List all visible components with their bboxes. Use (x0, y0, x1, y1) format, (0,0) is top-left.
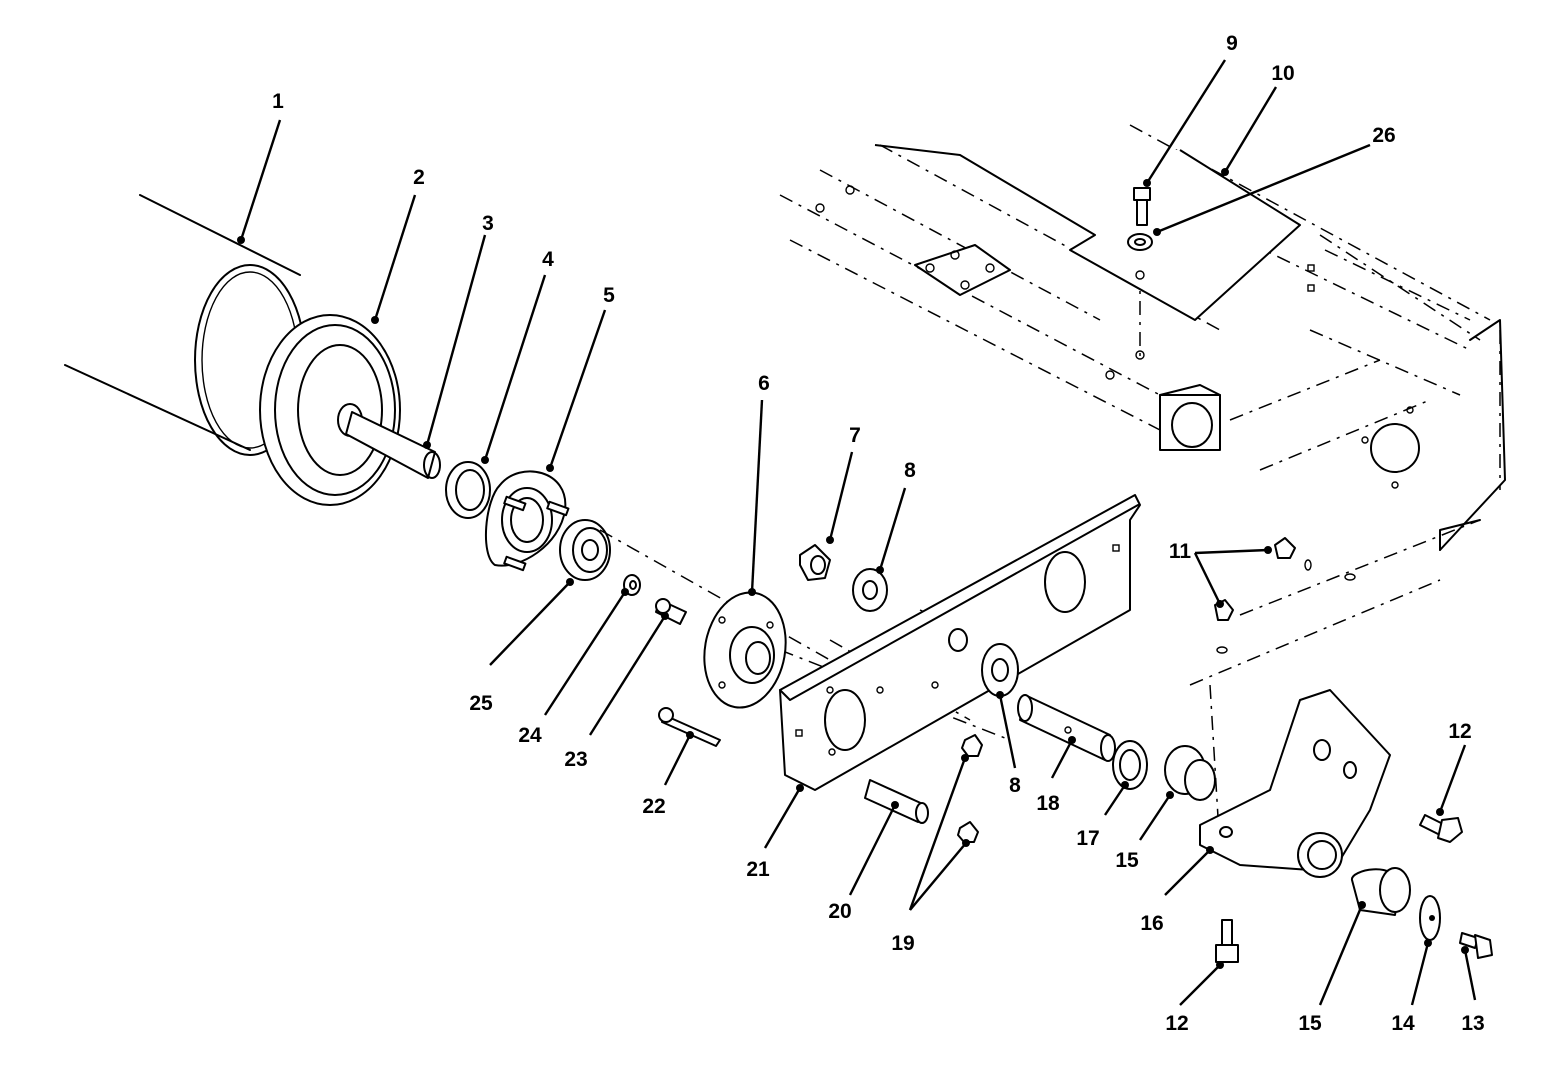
nuts-19 (957, 734, 983, 843)
callout-25: 25 (469, 692, 493, 715)
bracket-16 (1199, 689, 1391, 878)
callout-1: 1 (272, 90, 284, 113)
callout-24: 24 (518, 724, 542, 747)
pin-18 (1017, 694, 1116, 762)
washer-8 (852, 568, 888, 612)
callout-4: 4 (542, 248, 554, 271)
callout-11: 11 (1169, 540, 1192, 563)
lockwasher-26 (1127, 233, 1153, 251)
leader-lines (237, 59, 1477, 1006)
callout-15-lower: 15 (1298, 1012, 1322, 1035)
bolt-12-right (1419, 814, 1463, 843)
washer-8b (948, 628, 1019, 697)
callout-19: 19 (891, 932, 914, 955)
callout-7: 7 (849, 424, 861, 447)
callout-26: 26 (1372, 124, 1395, 147)
callout-23: 23 (564, 748, 587, 771)
callout-5: 5 (603, 284, 615, 307)
callout-3: 3 (482, 212, 494, 235)
flange-6 (703, 591, 787, 709)
nut-7 (799, 544, 831, 581)
washer-17 (1112, 740, 1148, 790)
bolt-9 (1133, 187, 1151, 226)
callout-14: 14 (1391, 1012, 1415, 1035)
callout-12-bottom: 12 (1165, 1012, 1188, 1035)
bolt-12-bottom (1215, 919, 1239, 963)
callout-16: 16 (1140, 912, 1163, 935)
bearing-parts (445, 461, 687, 625)
callout-22: 22 (642, 795, 665, 818)
callout-12-right: 12 (1448, 720, 1471, 743)
callout-8-upper: 8 (904, 459, 916, 482)
frame-assembly (779, 124, 1506, 851)
bolt-13 (1459, 932, 1493, 959)
nuts-11 (1214, 537, 1356, 654)
callout-labels: 1 2 3 4 5 6 7 8 8 9 10 11 12 12 13 14 15… (272, 32, 1485, 1035)
callout-20: 20 (828, 900, 851, 923)
callout-18: 18 (1036, 792, 1060, 815)
callout-15-upper: 15 (1115, 849, 1139, 872)
callout-9: 9 (1226, 32, 1238, 55)
bolt-22 (658, 707, 721, 747)
bushing-15 (1164, 745, 1216, 801)
callout-6: 6 (758, 372, 770, 395)
callout-21: 21 (746, 858, 770, 881)
callout-8-lower: 8 (1009, 774, 1021, 797)
callout-13: 13 (1461, 1012, 1484, 1035)
callout-17: 17 (1076, 827, 1099, 850)
washer-14 (1419, 895, 1441, 941)
callout-2: 2 (413, 166, 425, 189)
roller-assembly (64, 194, 441, 506)
callout-10: 10 (1271, 62, 1294, 85)
